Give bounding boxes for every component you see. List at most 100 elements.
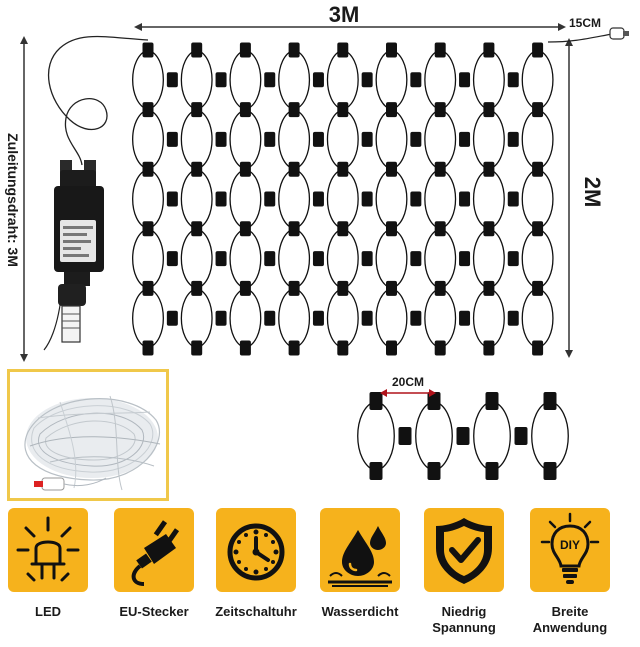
led-bulb [485,462,499,480]
led-bulb [239,161,251,177]
lead-wire-label: Zuleitungsdraht: 3M [5,133,21,267]
led-bulb [386,340,397,356]
led-bulb [386,42,397,58]
led-bulb [410,310,422,326]
feature-caption-low-voltage: Niedrig Spannung [432,604,496,635]
led-bulb [434,340,446,356]
led-bulb [288,221,300,237]
net-light-grid [132,42,554,356]
led-bulb [312,191,324,207]
led-bulb [410,251,422,267]
led-bulb [191,102,203,118]
led-bulb [514,427,528,445]
feature-tile-waterproof [320,508,400,592]
led-bulb [191,221,203,237]
led-bulb [507,131,519,147]
led-bulb [166,131,178,147]
led-bulb [532,161,544,177]
led-bulb [312,131,324,147]
led-bulb [215,310,227,326]
led-bulb [166,251,178,267]
led-bulb [459,251,471,267]
shield-check-icon [436,518,492,584]
led-bulb [483,280,495,296]
led-bulb [191,42,203,58]
spacing-label: 20CM [392,375,424,389]
led-bulb [166,72,178,88]
led-bulb [386,161,397,177]
clock-timer-icon [227,523,285,581]
feature-tile-led [8,508,88,592]
led-bulb [361,251,373,267]
led-bulb [507,191,519,207]
led-bulb [369,462,383,480]
led-bulb [215,191,227,207]
eu-plug-icon [131,520,180,586]
feature-tile-timer [216,508,296,592]
led-bulb [410,191,422,207]
led-bulb [337,161,349,177]
led-bulb [483,340,495,356]
feature-caption-timer: Zeitschaltuhr [215,604,297,619]
led-bulb [337,340,349,356]
led-bulb [142,102,154,118]
spacing-dimension: 20CM [380,375,436,397]
led-bulb [191,280,203,296]
photo-connector-cap [34,481,43,487]
led-bulb [142,161,154,177]
led-bulb [239,221,251,237]
power-adapter [54,160,104,343]
led-bulb [543,392,557,410]
product-photo [7,369,169,501]
led-bulb [215,251,227,267]
led-bulb [459,310,471,326]
led-bulb [410,72,422,88]
led-bulb [532,42,544,58]
led-bulb [288,340,300,356]
led-bulb [312,72,324,88]
led-bulb [434,42,446,58]
led-bulb [166,310,178,326]
led-bulb [398,427,412,445]
led-bulb [142,340,154,356]
led-bulb [264,191,276,207]
led-bulb [337,280,349,296]
tail-dimension: 15CM [547,16,629,43]
led-bulb [264,251,276,267]
led-bulb [483,102,495,118]
feature-caption-eu-plug: EU-Stecker [119,604,189,619]
led-bulb [459,72,471,88]
led-bulb [337,221,349,237]
led-bulb [483,42,495,58]
led-bulb [264,131,276,147]
net-wire [132,49,554,349]
feature-tile-eu-plug [114,508,194,592]
led-bulb [456,427,470,445]
width-dimension: 3M [134,2,566,31]
led-bulb [239,340,251,356]
led-bulb [312,310,324,326]
led-bulb [410,131,422,147]
tail-connector [609,27,625,40]
led-bulb [483,221,495,237]
led-bulb [166,191,178,207]
led-bulb [434,280,446,296]
led-bulb [361,72,373,88]
led-bulb [288,102,300,118]
led-bulb [142,221,154,237]
led-bulb [386,102,397,118]
tail-label: 15CM [569,16,601,30]
led-bulb [288,280,300,296]
led-bulb [288,161,300,177]
lead-wire [47,35,149,166]
led-bulb-icon [16,516,80,582]
led-bulb [191,161,203,177]
net-wire [357,400,569,472]
led-bulb [459,131,471,147]
led-bulb [386,221,397,237]
led-bulb [507,72,519,88]
led-bulb [434,161,446,177]
feature-caption-led: LED [35,604,61,619]
